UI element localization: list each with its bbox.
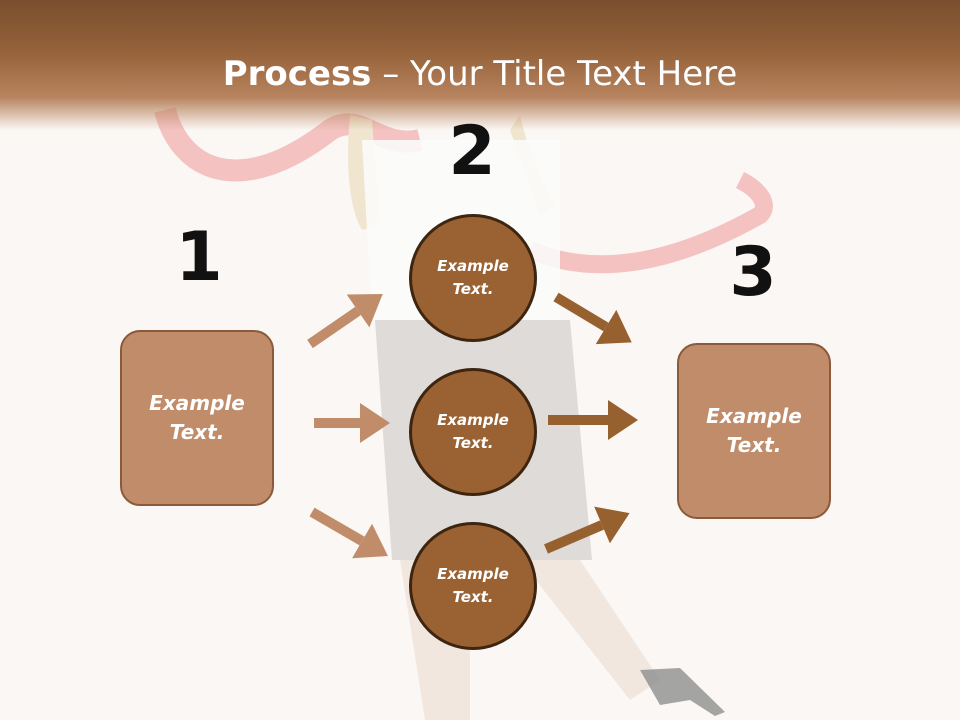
middle-circle-top: Example Text. — [409, 214, 537, 342]
step-1-label: Example Text. — [149, 391, 245, 444]
title-rest: – Your Title Text Here — [371, 54, 738, 94]
step-1-box: Example Text. — [120, 330, 274, 506]
step-number-1: 1 — [175, 218, 223, 297]
arrow-right-top — [553, 292, 632, 345]
arrow-right-bottom — [544, 506, 630, 554]
step-3-label: Example Text. — [706, 404, 802, 457]
middle-circle-top-label: Example Text. — [437, 257, 509, 298]
step-number-3: 3 — [729, 233, 777, 312]
title-bold: Process — [222, 54, 372, 94]
step-3-box: Example Text. — [677, 343, 831, 519]
slide-title: Process – Your Title Text Here — [0, 52, 960, 96]
middle-circle-center: Example Text. — [409, 368, 537, 496]
title-bar — [0, 0, 960, 130]
arrow-left-bottom — [309, 507, 388, 559]
middle-circle-center-label: Example Text. — [437, 411, 509, 452]
middle-circle-bottom-label: Example Text. — [437, 565, 509, 606]
step-number-2: 2 — [448, 112, 496, 191]
arrow-left-top — [307, 294, 383, 349]
middle-circle-bottom: Example Text. — [409, 522, 537, 650]
